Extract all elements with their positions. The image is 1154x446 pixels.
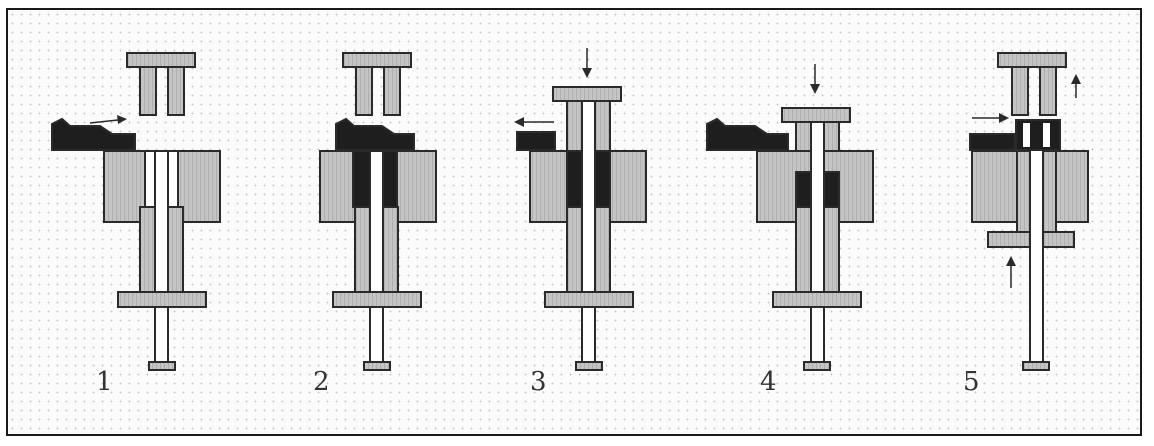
arrow-up-icon [1071,74,1081,98]
step-4-panel [706,64,874,371]
core-rod-foot [575,361,603,371]
arrow-up-icon [1006,256,1016,288]
upper-punch [126,52,196,116]
upper-punch [552,86,622,152]
step-4-label: 4 [760,367,777,397]
lower-punch [332,206,422,308]
step-3-label: 3 [530,367,547,397]
step-5-label: 5 [963,367,980,397]
core-rod [369,150,384,364]
lower-punch [544,206,634,308]
arrow-right-icon [972,113,1009,123]
core-rod [1029,149,1044,364]
arrow-down-icon [810,64,820,94]
arrow-left-icon [514,117,554,127]
arrow-right-icon [89,115,127,124]
upper-punch [997,52,1067,116]
step-1-panel [51,52,221,371]
core-rod-foot [1022,361,1050,371]
core-rod [581,100,596,364]
core-rod [810,121,825,364]
feed-shoe [51,117,136,151]
lower-punch [117,206,207,308]
step-3-panel [514,48,647,371]
lower-punch [772,206,862,308]
core-rod-foot [803,361,831,371]
ejected-part [1015,119,1061,151]
step-5-panel [969,52,1089,371]
step-2-label: 2 [313,367,330,397]
step-1-label: 1 [96,367,113,397]
core-rod-foot [148,361,176,371]
arrow-down-icon [582,48,592,78]
upper-punch [342,52,412,116]
core-rod-foot [363,361,391,371]
feed-shoe [335,117,415,151]
feed-shoe [516,131,556,151]
core-rod [154,150,169,364]
step-2-panel [319,52,437,371]
feed-shoe [706,117,789,151]
feed-shoe [969,133,1016,151]
